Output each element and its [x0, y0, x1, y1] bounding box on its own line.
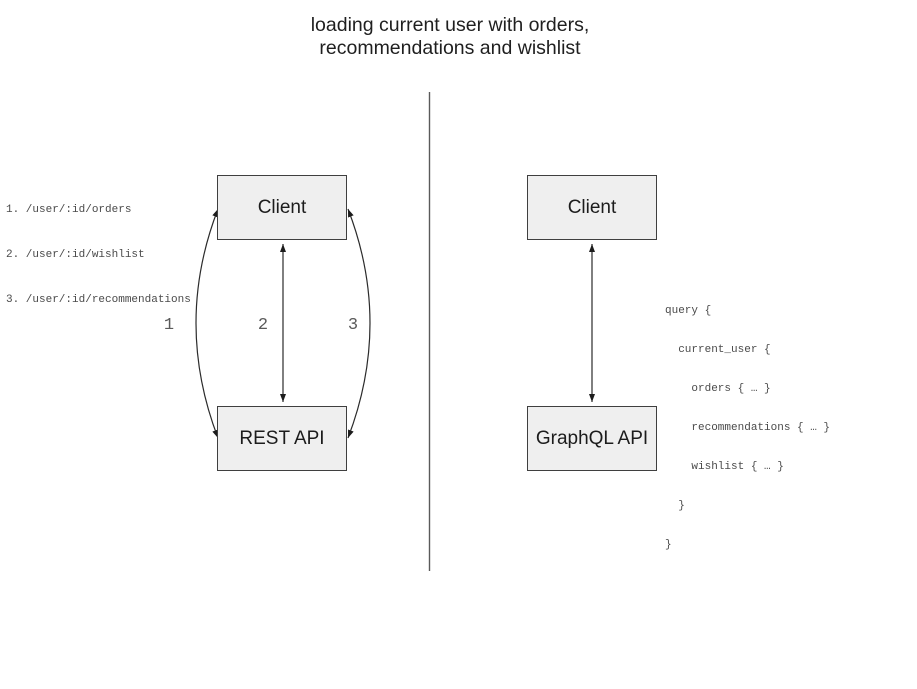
rest-arrow-label-2: 2: [257, 316, 269, 335]
code-line: current_user {: [665, 344, 771, 356]
diagram-title: loading current user with orders, recomm…: [0, 14, 900, 60]
rest-endpoint-orders: 1. /user/:id/orders: [6, 204, 132, 216]
rest-client-node-label: Client: [257, 196, 307, 218]
code-line: orders { … }: [665, 383, 771, 395]
graphql-query-code: query { current_user { orders { … } reco…: [665, 279, 830, 578]
rest-endpoints-list: 1. /user/:id/orders 2. /user/:id/wishlis…: [6, 173, 191, 338]
rest-arrow-3-curve: [347, 208, 371, 439]
rest-arrow-label-3: 3: [347, 316, 359, 335]
graphql-api-node-label: GraphQL API: [535, 427, 649, 449]
rest-client-node: Client: [217, 175, 347, 240]
rest-arrow-1-curve: [195, 208, 219, 439]
code-line: recommendations { … }: [665, 422, 831, 434]
graphql-api-node: GraphQL API: [527, 406, 657, 471]
graphql-client-node-label: Client: [567, 196, 617, 218]
diagram-title-line2: recommendations and wishlist: [319, 37, 581, 59]
rest-endpoint-wishlist: 2. /user/:id/wishlist: [6, 249, 145, 261]
rest-api-node: REST API: [217, 406, 347, 471]
rest-api-node-label: REST API: [239, 427, 325, 449]
code-line: }: [665, 539, 672, 551]
rest-arrow-label-1: 1: [163, 316, 175, 335]
code-line: wishlist { … }: [665, 461, 784, 473]
diagram-title-line1: loading current user with orders,: [310, 14, 590, 36]
code-line: }: [665, 500, 685, 512]
rest-endpoint-recommendations: 3. /user/:id/recommendations: [6, 294, 191, 306]
graphql-client-node: Client: [527, 175, 657, 240]
code-line: query {: [665, 305, 712, 317]
